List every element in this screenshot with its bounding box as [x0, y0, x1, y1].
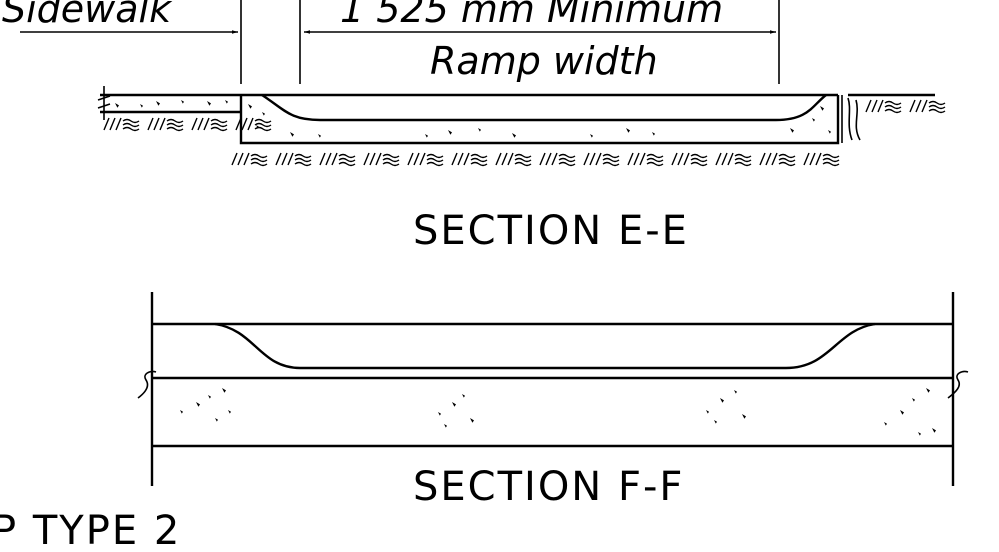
section-e-title: SECTION E-E — [413, 208, 689, 254]
section-f-title: SECTION F-F — [413, 464, 684, 510]
ramp-width-label: Ramp width — [430, 39, 658, 83]
type-title: P TYPE 2 — [0, 508, 181, 552]
section-f-f-drawing — [137, 292, 969, 486]
soil-hatch-e — [103, 99, 946, 167]
min-width-label: 1 525 mm Minimum — [340, 0, 723, 31]
aggregate-dots-f — [180, 388, 936, 436]
aggregate-dots-e — [115, 100, 831, 138]
sidewalk-label: Sidewalk — [2, 0, 173, 31]
section-e-e-drawing — [97, 86, 935, 145]
